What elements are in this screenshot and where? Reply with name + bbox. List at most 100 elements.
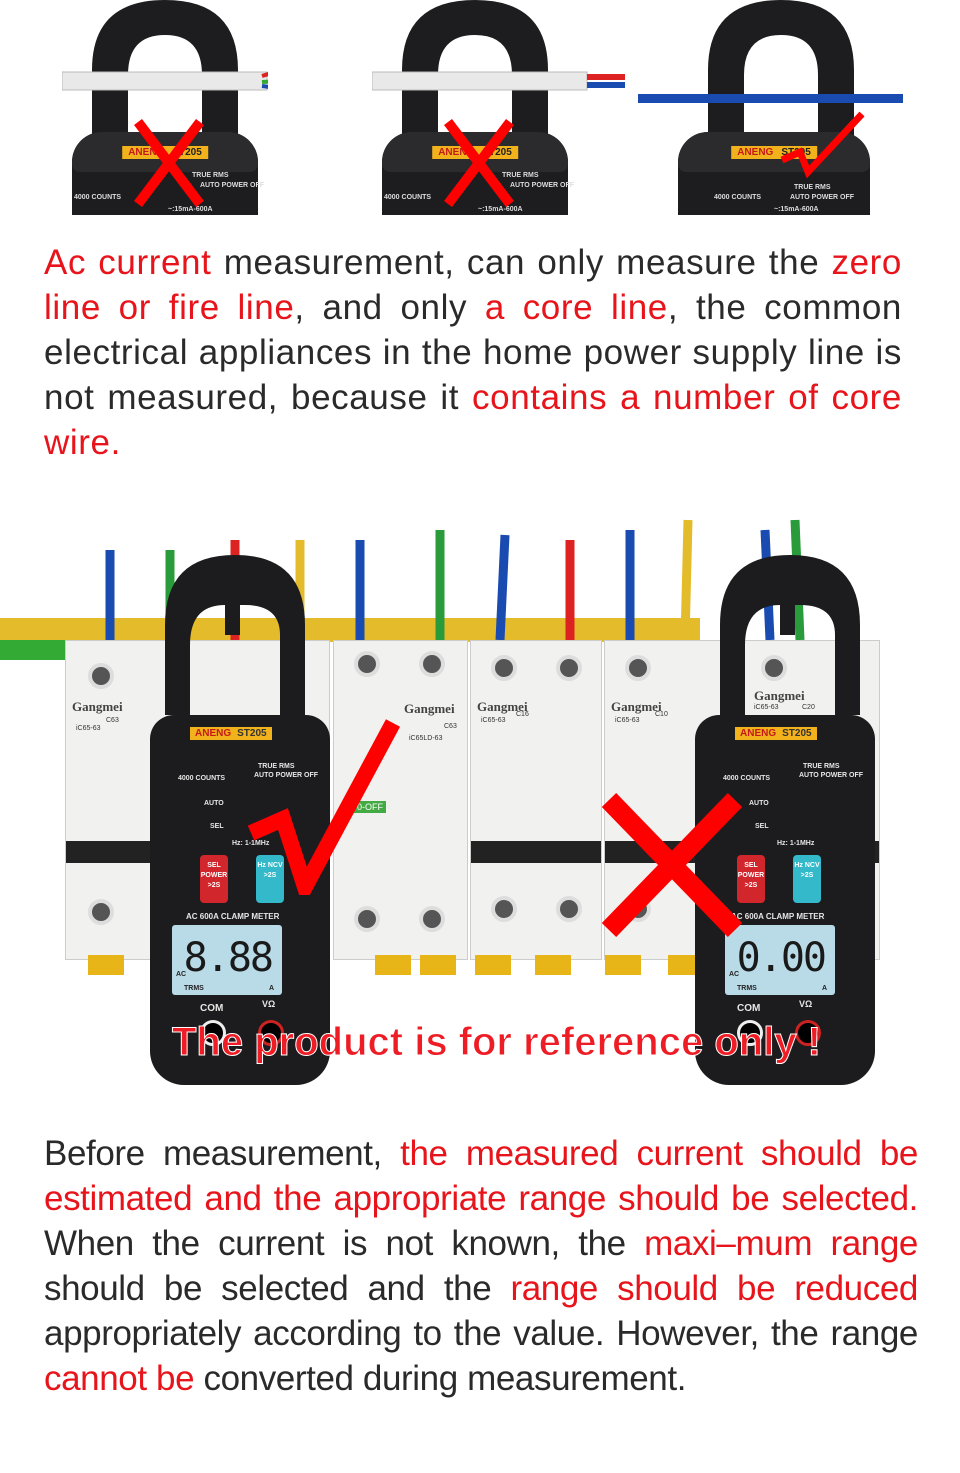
wire-icon xyxy=(261,72,268,89)
rms-label: TRUE RMS xyxy=(794,184,831,191)
unit-indicator: A xyxy=(268,985,274,992)
com-jack[interactable] xyxy=(200,1020,226,1046)
rms-label: TRUE RMS xyxy=(192,172,229,179)
rms-label: TRUE RMS xyxy=(502,172,539,179)
text-segment: appropriately according to the value. Ho… xyxy=(44,1314,918,1353)
breaker-model: iC65-63 xyxy=(76,725,101,732)
trms-indicator: TRMS xyxy=(184,985,204,992)
rms-label: TRUE RMS xyxy=(258,763,295,770)
unit-indicator: A xyxy=(821,985,827,992)
hz-ncv-button[interactable]: Hz NCV >2S xyxy=(256,855,284,903)
check-icon xyxy=(780,111,865,179)
apo-label: AUTO POWER OFF xyxy=(799,772,864,779)
breaker-brand: Gangmei xyxy=(72,699,123,714)
highlighted-text: the measured current should be estimated… xyxy=(44,1134,918,1218)
top-panel-1: ANENG ST205 4000 COUNTS TRUE RMS AUTO POW… xyxy=(62,0,268,215)
clamp-jaw-icon xyxy=(638,0,903,215)
highlighted-text: contains a number of core wire. xyxy=(44,378,902,462)
meter-title: AC 600A CLAMP METER xyxy=(731,912,825,921)
highlighted-text: maxi–mum range xyxy=(644,1224,918,1263)
sel-power-button[interactable]: SEL POWER >2S xyxy=(737,855,765,903)
breaker-3: Gangmei iC65-63 C16 xyxy=(470,640,602,960)
reading-value: 0.00 xyxy=(736,935,827,981)
breaker-rating: C63 xyxy=(106,717,119,724)
model-label: ST205 xyxy=(782,728,812,739)
lcd-display: 8.88 AC TRMS A xyxy=(172,925,282,995)
counts-label: 4000 COUNTS xyxy=(723,775,771,782)
text-segment: measurement, can only measure the xyxy=(211,243,832,282)
brand-logo: ANENG xyxy=(128,147,165,158)
breaker-rating: C10 xyxy=(655,711,668,718)
counts-label: 4000 COUNTS xyxy=(74,194,122,201)
breaker-model: iC65-63 xyxy=(481,717,506,724)
cross-icon xyxy=(601,793,743,937)
apo-label: AUTO POWER OFF xyxy=(790,194,855,201)
model-label: ST205 xyxy=(237,728,267,739)
hz-range-label: Hz: 1-1MHz xyxy=(777,840,815,847)
breaker-brand: Gangmei xyxy=(752,688,807,704)
sel-label: SEL xyxy=(210,823,224,830)
brand-logo: ANENG xyxy=(195,728,232,739)
apo-label: AUTO POWER OFF xyxy=(510,182,575,189)
reference-note: The product is for reference only ! xyxy=(171,1020,822,1065)
text-segment: , the common electrical appliances in th… xyxy=(44,288,902,417)
breaker-status: 0-OFF xyxy=(354,801,386,813)
model-label: ST205 xyxy=(482,147,512,158)
hz-ncv-button[interactable]: Hz NCV >2S xyxy=(793,855,821,903)
counts-label: 4000 COUNTS xyxy=(384,194,432,201)
rms-label: TRUE RMS xyxy=(803,763,840,770)
top-panel-2: ANENG ST205 4000 COUNTS TRUE RMS AUTO POW… xyxy=(372,0,632,215)
highlighted-text: a core line xyxy=(484,288,668,327)
sel-power-button[interactable]: SEL POWER >2S xyxy=(200,855,228,903)
clamp-jaw-icon xyxy=(165,555,305,715)
v-jack[interactable] xyxy=(795,1020,821,1046)
v-jack[interactable] xyxy=(258,1020,284,1046)
text-segment: When the current is not known, the xyxy=(44,1224,645,1263)
breaker-model: iC65-63 xyxy=(615,717,640,724)
highlighted-text: range should be reduced xyxy=(510,1269,918,1308)
apo-label: AUTO POWER OFF xyxy=(200,182,265,189)
com-jack-label: COM xyxy=(737,1003,761,1014)
brand-logo: ANENG xyxy=(438,147,475,158)
auto-label: AUTO xyxy=(204,800,224,807)
ac-indicator: AC xyxy=(176,971,187,978)
trms-indicator: TRMS xyxy=(737,985,757,992)
auto-label: AUTO xyxy=(749,800,769,807)
hz-range-label: Hz: 1-1MHz xyxy=(232,840,270,847)
clamp-jaw-icon xyxy=(720,555,860,715)
com-jack[interactable] xyxy=(737,1020,763,1046)
text-segment: , and only xyxy=(294,288,485,327)
breaker-model: iC65LD-63 xyxy=(409,735,443,742)
text-segment: converted during measurement. xyxy=(194,1359,687,1398)
text-segment: should be selected and the xyxy=(44,1269,511,1308)
breaker-brand: Gangmei xyxy=(477,699,528,714)
breaker-brand: Gangmei xyxy=(611,699,662,714)
model-label: ST205 xyxy=(172,147,202,158)
clamp-meter-2: ANENG ST205 4000 COUNTS TRUE RMS AUTO POW… xyxy=(695,715,875,1085)
vohm-jack-label: VΩ xyxy=(262,999,276,1009)
highlighted-text: zero line or fire line xyxy=(44,243,903,327)
breaker-rating: C20 xyxy=(800,704,817,711)
ac-indicator: AC xyxy=(729,971,740,978)
cross-icon xyxy=(444,118,514,208)
brand-logo: ANENG xyxy=(740,728,777,739)
breaker-model: iC65-63 xyxy=(752,704,781,711)
instructions-paragraph: Before measurement, the measured current… xyxy=(44,1131,918,1401)
highlighted-text: Ac current xyxy=(44,243,212,282)
meter-title: AC 600A CLAMP METER xyxy=(186,912,280,921)
highlighted-text: cannot be xyxy=(44,1359,195,1398)
vohm-jack-label: VΩ xyxy=(799,999,813,1009)
text-segment: Before measurement, xyxy=(44,1134,401,1173)
intro-paragraph: Ac current measurement, can only measure… xyxy=(44,240,902,465)
clamp-jaw-icon xyxy=(372,0,625,215)
lcd-display: 0.00 AC TRMS A xyxy=(725,925,835,995)
range-label: ~:15mA-600A xyxy=(478,206,523,213)
cross-icon xyxy=(134,118,204,208)
brand-logo: ANENG xyxy=(737,147,774,158)
meter-head: ANENG ST205 4000 COUNTS TRUE RMS AUTO POW… xyxy=(72,132,264,215)
range-label: ~:15mA-600A xyxy=(168,206,213,213)
breaker-rating: C63 xyxy=(444,723,457,730)
